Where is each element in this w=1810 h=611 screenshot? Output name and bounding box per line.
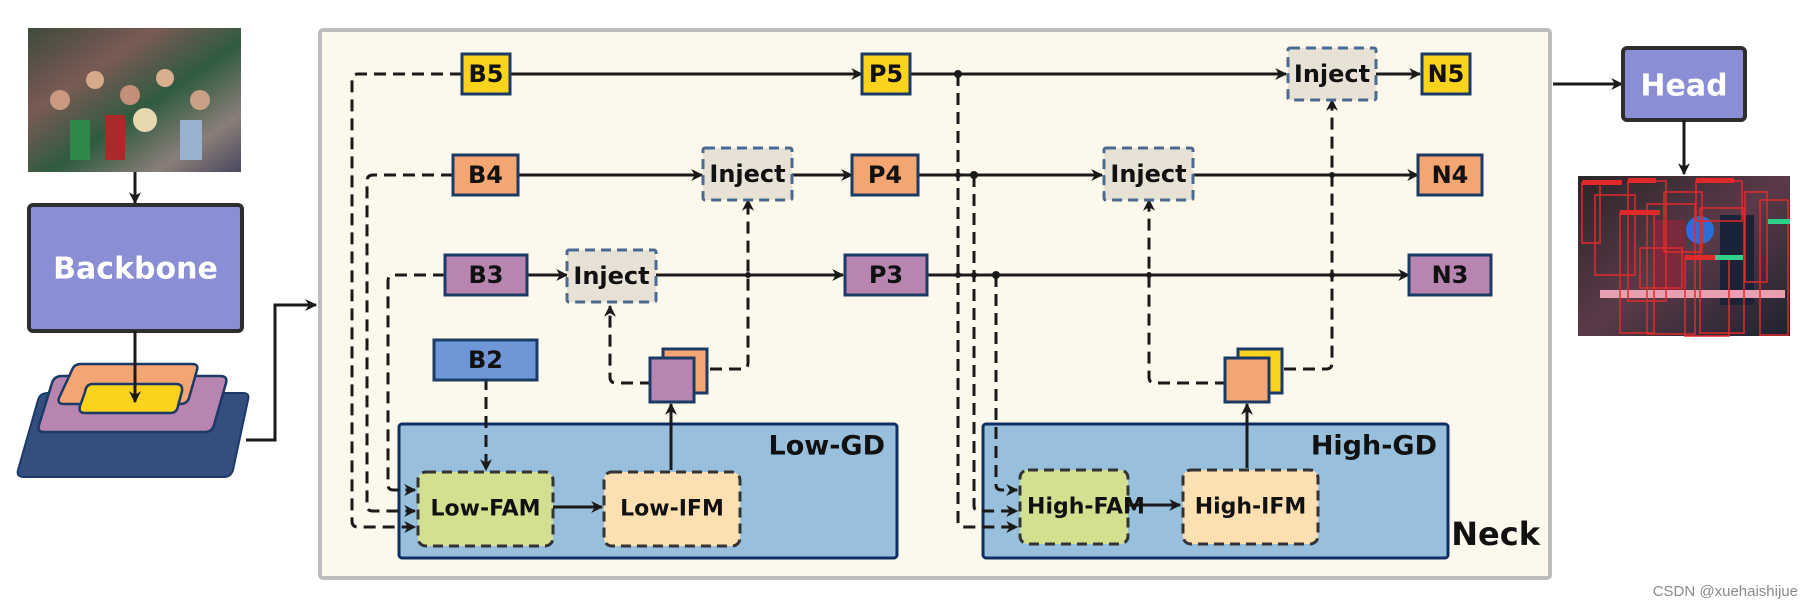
inject-p4: Inject xyxy=(1102,146,1195,202)
svg-text:B5: B5 xyxy=(469,60,504,88)
svg-text:Inject: Inject xyxy=(573,262,649,290)
node-n4: N4 xyxy=(1416,153,1484,197)
node-p3: P3 xyxy=(843,253,929,297)
svg-text:B4: B4 xyxy=(468,161,503,189)
high-ifm-module: High-IFM xyxy=(1181,468,1320,546)
svg-text:High-IFM: High-IFM xyxy=(1195,495,1307,520)
inject-p5: Inject xyxy=(1286,46,1378,102)
node-n5: N5 xyxy=(1420,52,1472,96)
svg-text:Inject: Inject xyxy=(1294,60,1370,88)
svg-text:P3: P3 xyxy=(869,261,903,289)
node-b4: B4 xyxy=(451,153,520,197)
high-gd-label: High-GD xyxy=(1311,431,1437,462)
input-image xyxy=(28,28,241,172)
svg-text:Inject: Inject xyxy=(1110,160,1186,188)
node-n3: N3 xyxy=(1407,253,1493,297)
feature-pyramid-icon xyxy=(16,362,250,478)
svg-text:N4: N4 xyxy=(1432,161,1469,189)
head-block: Head xyxy=(1621,46,1747,122)
svg-text:B2: B2 xyxy=(468,346,503,374)
node-p4: P4 xyxy=(850,153,920,197)
svg-text:P5: P5 xyxy=(869,60,903,88)
low-fam-module: Low-FAM xyxy=(416,470,555,548)
junction-dots xyxy=(745,70,1335,279)
svg-text:B3: B3 xyxy=(469,261,504,289)
high-fam-module: High-FAM xyxy=(1018,468,1145,546)
svg-text:High-FAM: High-FAM xyxy=(1027,495,1145,520)
head-label: Head xyxy=(1640,69,1727,104)
inject-b4: Inject xyxy=(701,146,794,202)
svg-text:Low-FAM: Low-FAM xyxy=(430,497,540,522)
svg-text:Low-IFM: Low-IFM xyxy=(620,497,724,522)
svg-text:P4: P4 xyxy=(868,161,902,189)
svg-text:N5: N5 xyxy=(1428,60,1465,88)
low-ifm-module: Low-IFM xyxy=(602,470,742,548)
inject-b3: Inject xyxy=(565,248,658,304)
node-b5: B5 xyxy=(460,52,512,96)
svg-text:Inject: Inject xyxy=(709,160,785,188)
detection-output-image xyxy=(1578,176,1790,337)
node-b2: B2 xyxy=(432,338,539,382)
backbone-block: Backbone xyxy=(27,203,244,333)
backbone-label: Backbone xyxy=(53,252,218,287)
svg-text:N3: N3 xyxy=(1432,261,1469,289)
watermark: CSDN @xuehaishijue xyxy=(1653,583,1798,600)
neck-label: Neck xyxy=(1451,515,1540,553)
node-b3: B3 xyxy=(443,253,529,297)
node-p5: P5 xyxy=(860,52,912,96)
low-global-features-icon xyxy=(648,347,709,404)
high-global-features-icon xyxy=(1223,347,1284,404)
low-gd-label: Low-GD xyxy=(769,431,885,462)
